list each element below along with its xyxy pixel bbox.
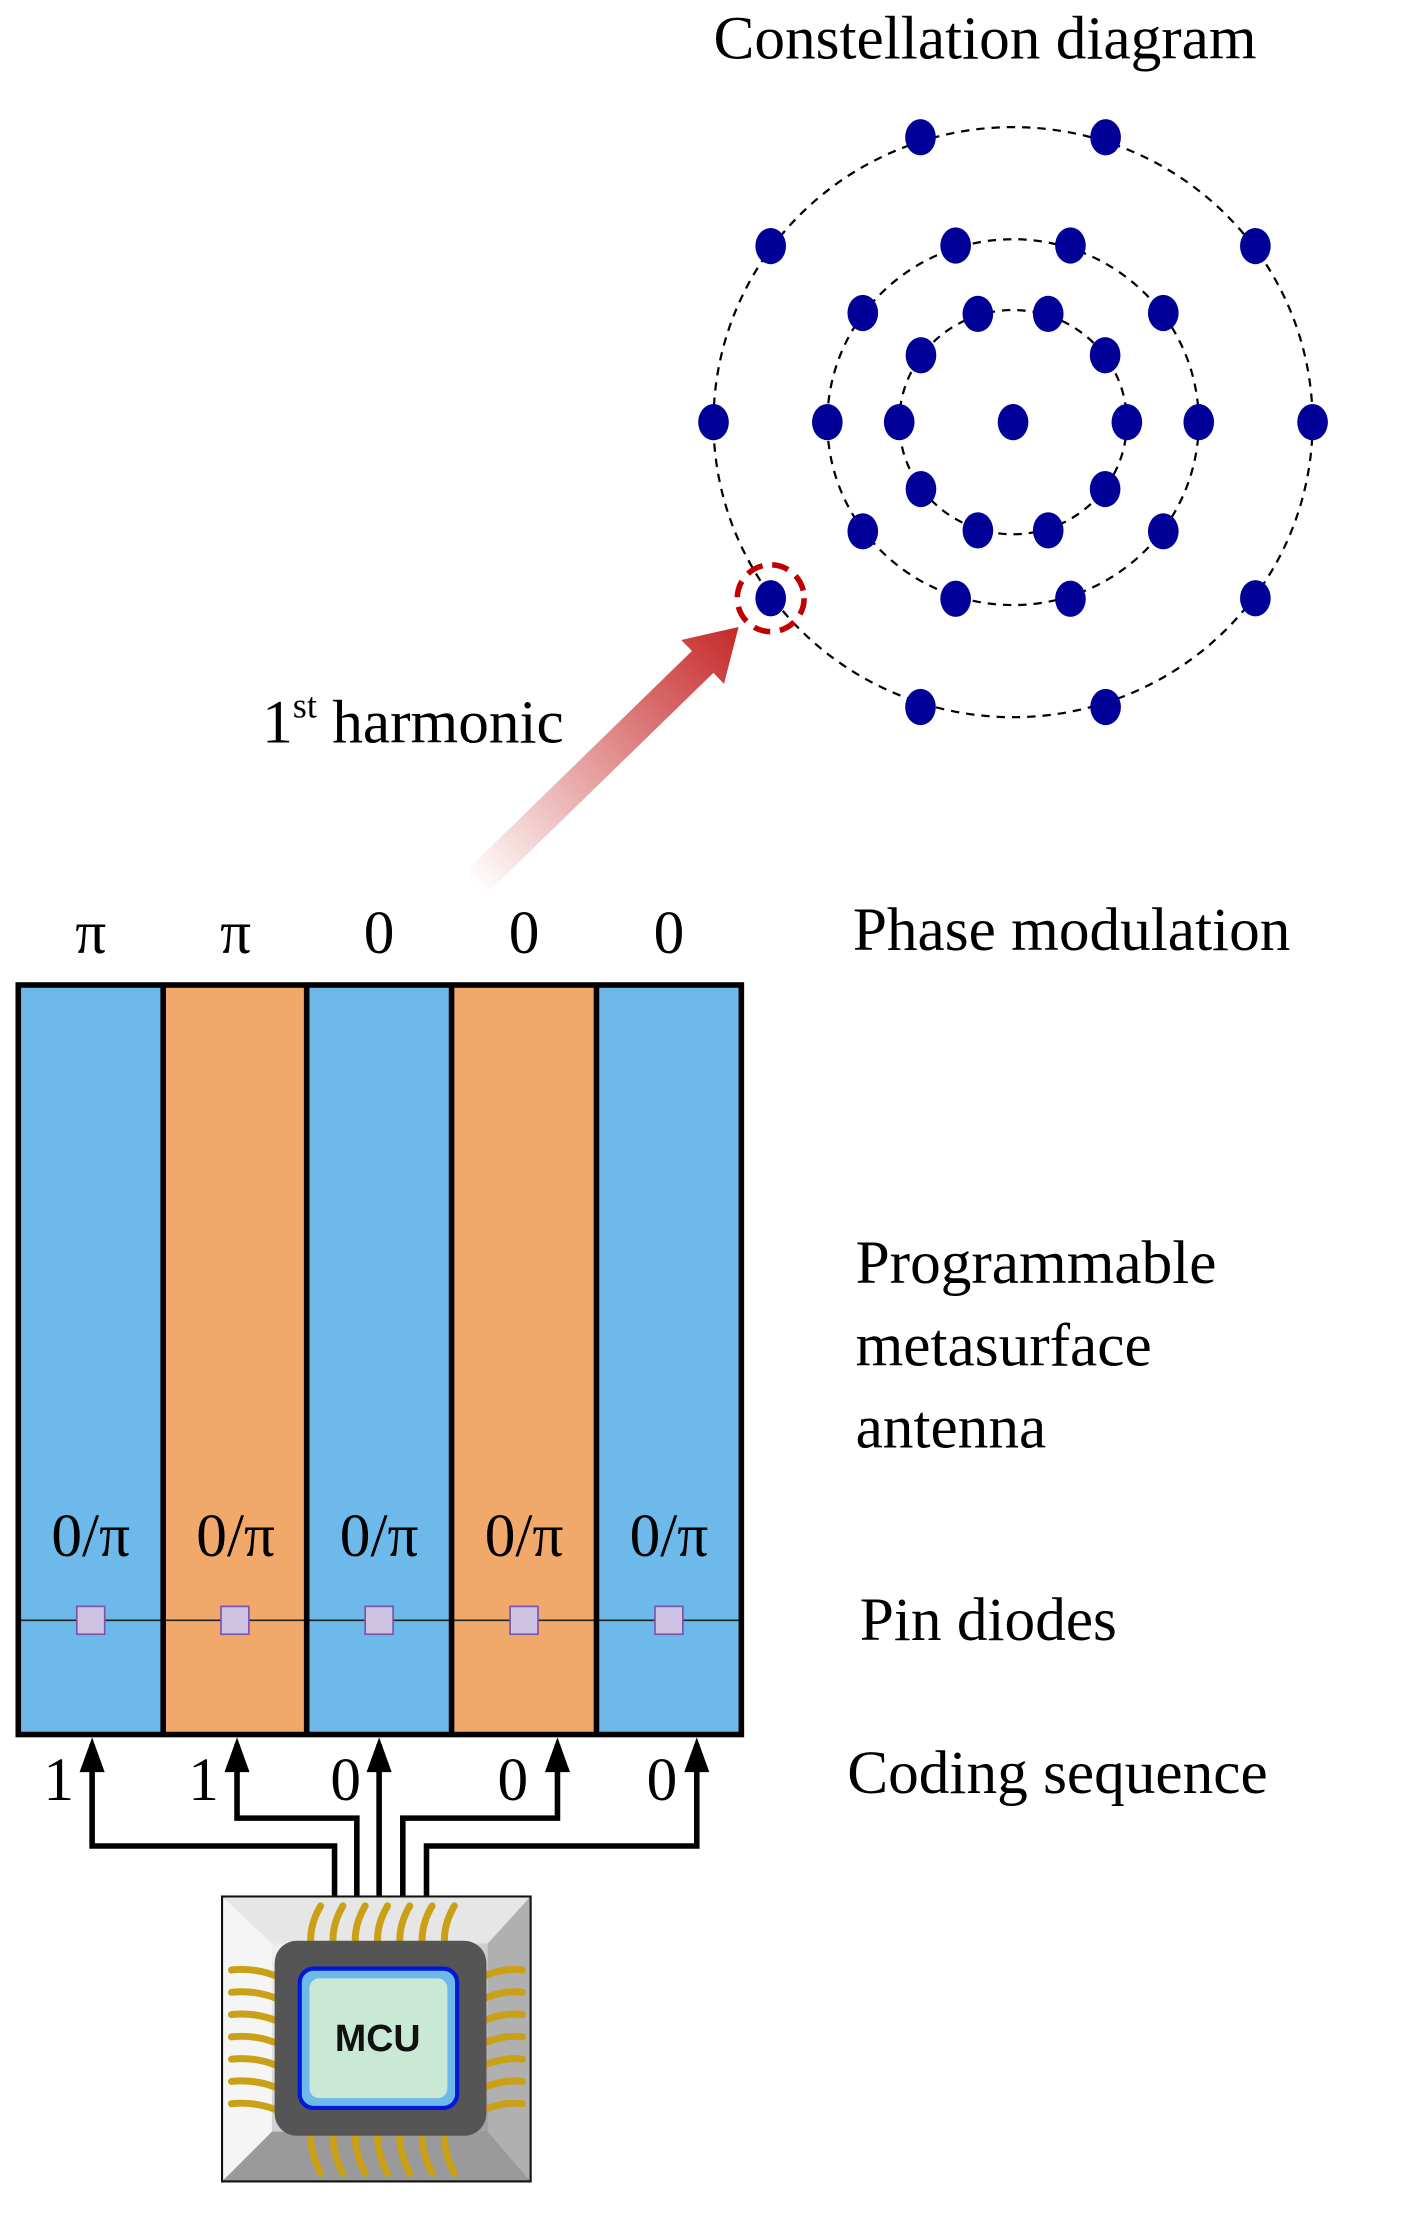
control-wire (89, 1744, 338, 1901)
phase-value: π (220, 899, 251, 967)
constellation-point (1297, 404, 1328, 441)
phase-value: 0 (364, 899, 395, 967)
constellation-point (940, 580, 971, 617)
coding-bit: 0 (330, 1746, 361, 1814)
pin-diode (364, 1605, 394, 1636)
arrow-head-icon (544, 1737, 570, 1773)
pin-diode (220, 1605, 250, 1636)
constellation-point (1183, 404, 1215, 441)
constellation-point (1147, 294, 1179, 332)
strip-state: 0/π (485, 1502, 564, 1570)
constellation-point (997, 404, 1029, 441)
constellation-point (1032, 295, 1064, 333)
constellation-point (962, 295, 994, 333)
harmonic-arrow-shape (463, 626, 739, 896)
constellation-point (1240, 227, 1271, 265)
constellation-point (1111, 404, 1143, 441)
control-wires (79, 1737, 710, 1901)
constellation-point (847, 294, 879, 332)
phase-value: 0 (654, 899, 685, 967)
constellation-diagram (698, 119, 1328, 726)
strip-states: 0/π 0/π 0/π 0/π 0/π (51, 1502, 708, 1570)
constellation-point (940, 227, 971, 264)
metasurface-border (15, 982, 745, 1738)
constellation-point (698, 404, 729, 441)
pin-diode (509, 1605, 539, 1636)
constellation-point (755, 580, 787, 617)
phase-value: π (75, 899, 106, 967)
metasurface-antenna (15, 982, 745, 1738)
constellation-point (755, 227, 787, 265)
constellation-title: Constellation diagram (714, 5, 1257, 73)
coding-bits: 1 1 0 0 0 (43, 1746, 677, 1814)
constellation-point (962, 512, 994, 549)
pin-diode (75, 1605, 106, 1636)
constellation-point (883, 404, 915, 441)
constellation-point (847, 513, 879, 550)
pin-diodes-label: Pin diodes (860, 1586, 1117, 1654)
metasurface-label-line: metasurface (856, 1311, 1152, 1379)
constellation-point (905, 688, 936, 726)
constellation-point (1055, 227, 1086, 264)
constellation-point (812, 404, 843, 441)
control-wire (400, 1744, 561, 1901)
constellation-point (1032, 512, 1064, 549)
constellation-point (905, 119, 936, 156)
arrow-head-icon (79, 1737, 105, 1773)
strip-state: 0/π (196, 1502, 275, 1570)
strip-state: 0/π (340, 1502, 419, 1570)
constellation-point (1055, 580, 1086, 617)
phase-values: π π 0 0 0 (75, 899, 684, 967)
mcu-label: MCU (335, 2017, 421, 2059)
constellation-point (1089, 470, 1121, 508)
arrow-head-icon (366, 1737, 392, 1773)
phase-modulation-label: Phase modulation (853, 896, 1291, 964)
constellation-point (1089, 337, 1121, 374)
coding-bit: 0 (498, 1746, 529, 1814)
control-wire (234, 1744, 360, 1901)
strip-state: 0/π (630, 1502, 709, 1570)
coding-bit: 1 (188, 1746, 219, 1814)
chip-core (309, 1978, 448, 2099)
harmonic-arrow (463, 626, 739, 896)
chip-pins (227, 1902, 527, 2177)
coding-sequence-label: Coding sequence (847, 1739, 1267, 1807)
mcu-chip: MCU (220, 1895, 532, 2183)
metasurface-label-line: Programmable (856, 1229, 1217, 1297)
arrow-head-icon (224, 1737, 250, 1773)
constellation-point (1090, 119, 1121, 156)
metasurface-label-line: antenna (856, 1394, 1047, 1462)
constellation-point (905, 470, 937, 508)
phase-value: 0 (509, 899, 540, 967)
constellation-point (1090, 688, 1121, 726)
arrow-head-icon (684, 1737, 710, 1773)
pin-diode (654, 1605, 684, 1636)
constellation-point (905, 337, 937, 374)
coding-bit: 0 (647, 1746, 678, 1814)
coding-bit: 1 (43, 1746, 74, 1814)
control-wire (423, 1744, 700, 1901)
strip-state: 0/π (51, 1502, 130, 1570)
constellation-point (1240, 580, 1271, 617)
constellation-point (1147, 513, 1179, 550)
harmonic-label: 1st harmonic (262, 686, 564, 757)
